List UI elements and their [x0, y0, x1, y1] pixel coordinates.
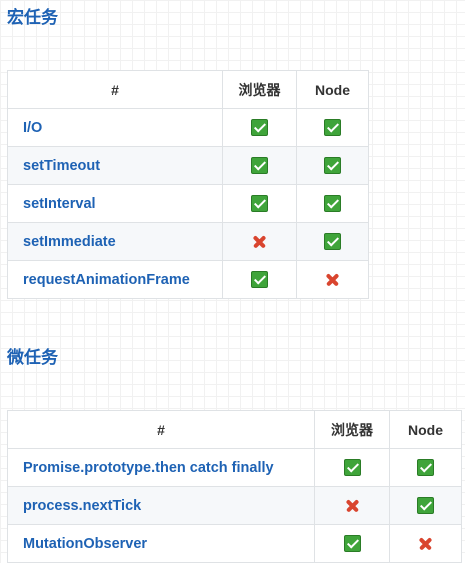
browser-support-cell [314, 524, 390, 563]
green-check-icon [417, 496, 434, 514]
green-check-icon [324, 156, 341, 174]
node-support-cell [296, 260, 369, 299]
browser-support-cell [222, 108, 297, 147]
node-support-cell [296, 108, 369, 147]
table-row: Promise.prototype.then catch finally [7, 448, 462, 487]
browser-support-cell [222, 184, 297, 223]
header-hash: # [7, 70, 223, 109]
green-check-icon [251, 118, 268, 136]
table-header-row: # 浏览器 Node [7, 410, 462, 449]
table-row: requestAnimationFrame [7, 260, 369, 299]
browser-support-cell [314, 486, 390, 525]
table-row: setTimeout [7, 146, 369, 185]
green-check-icon [251, 156, 268, 174]
node-support-cell [296, 146, 369, 185]
red-cross-icon [324, 271, 341, 288]
browser-support-cell [222, 260, 297, 299]
browser-support-cell [222, 146, 297, 185]
task-name: Promise.prototype.then catch finally [7, 448, 315, 487]
task-name: setInterval [7, 184, 223, 223]
red-cross-icon [251, 233, 268, 250]
header-browser: 浏览器 [222, 70, 297, 109]
table-row: process.nextTick [7, 486, 462, 525]
node-support-cell [389, 486, 462, 525]
table-row: MutationObserver [7, 524, 462, 563]
node-support-cell [389, 448, 462, 487]
task-name: MutationObserver [7, 524, 315, 563]
browser-support-cell [222, 222, 297, 261]
red-cross-icon [417, 535, 434, 552]
task-name: requestAnimationFrame [7, 260, 223, 299]
header-node: Node [389, 410, 462, 449]
header-hash: # [7, 410, 315, 449]
header-browser: 浏览器 [314, 410, 390, 449]
table-header-row: # 浏览器 Node [7, 70, 369, 109]
green-check-icon [324, 118, 341, 136]
table-row: I/O [7, 108, 369, 147]
task-name: process.nextTick [7, 486, 315, 525]
table-row: setImmediate [7, 222, 369, 261]
macro-task-heading: 宏任务 [7, 8, 58, 27]
green-check-icon [251, 270, 268, 288]
green-check-icon [324, 232, 341, 250]
task-name: setImmediate [7, 222, 223, 261]
green-check-icon [417, 458, 434, 476]
header-node: Node [296, 70, 369, 109]
green-check-icon [343, 534, 361, 552]
task-name: setTimeout [7, 146, 223, 185]
red-cross-icon [344, 497, 361, 514]
green-check-icon [251, 194, 268, 212]
micro-task-table: # 浏览器 Node Promise.prototype.then catch … [7, 410, 462, 563]
green-check-icon [324, 194, 341, 212]
browser-support-cell [314, 448, 390, 487]
green-check-icon [343, 458, 361, 476]
node-support-cell [389, 524, 462, 563]
table-row: setInterval [7, 184, 369, 223]
task-name: I/O [7, 108, 223, 147]
node-support-cell [296, 184, 369, 223]
node-support-cell [296, 222, 369, 261]
micro-task-heading: 微任务 [7, 348, 58, 367]
